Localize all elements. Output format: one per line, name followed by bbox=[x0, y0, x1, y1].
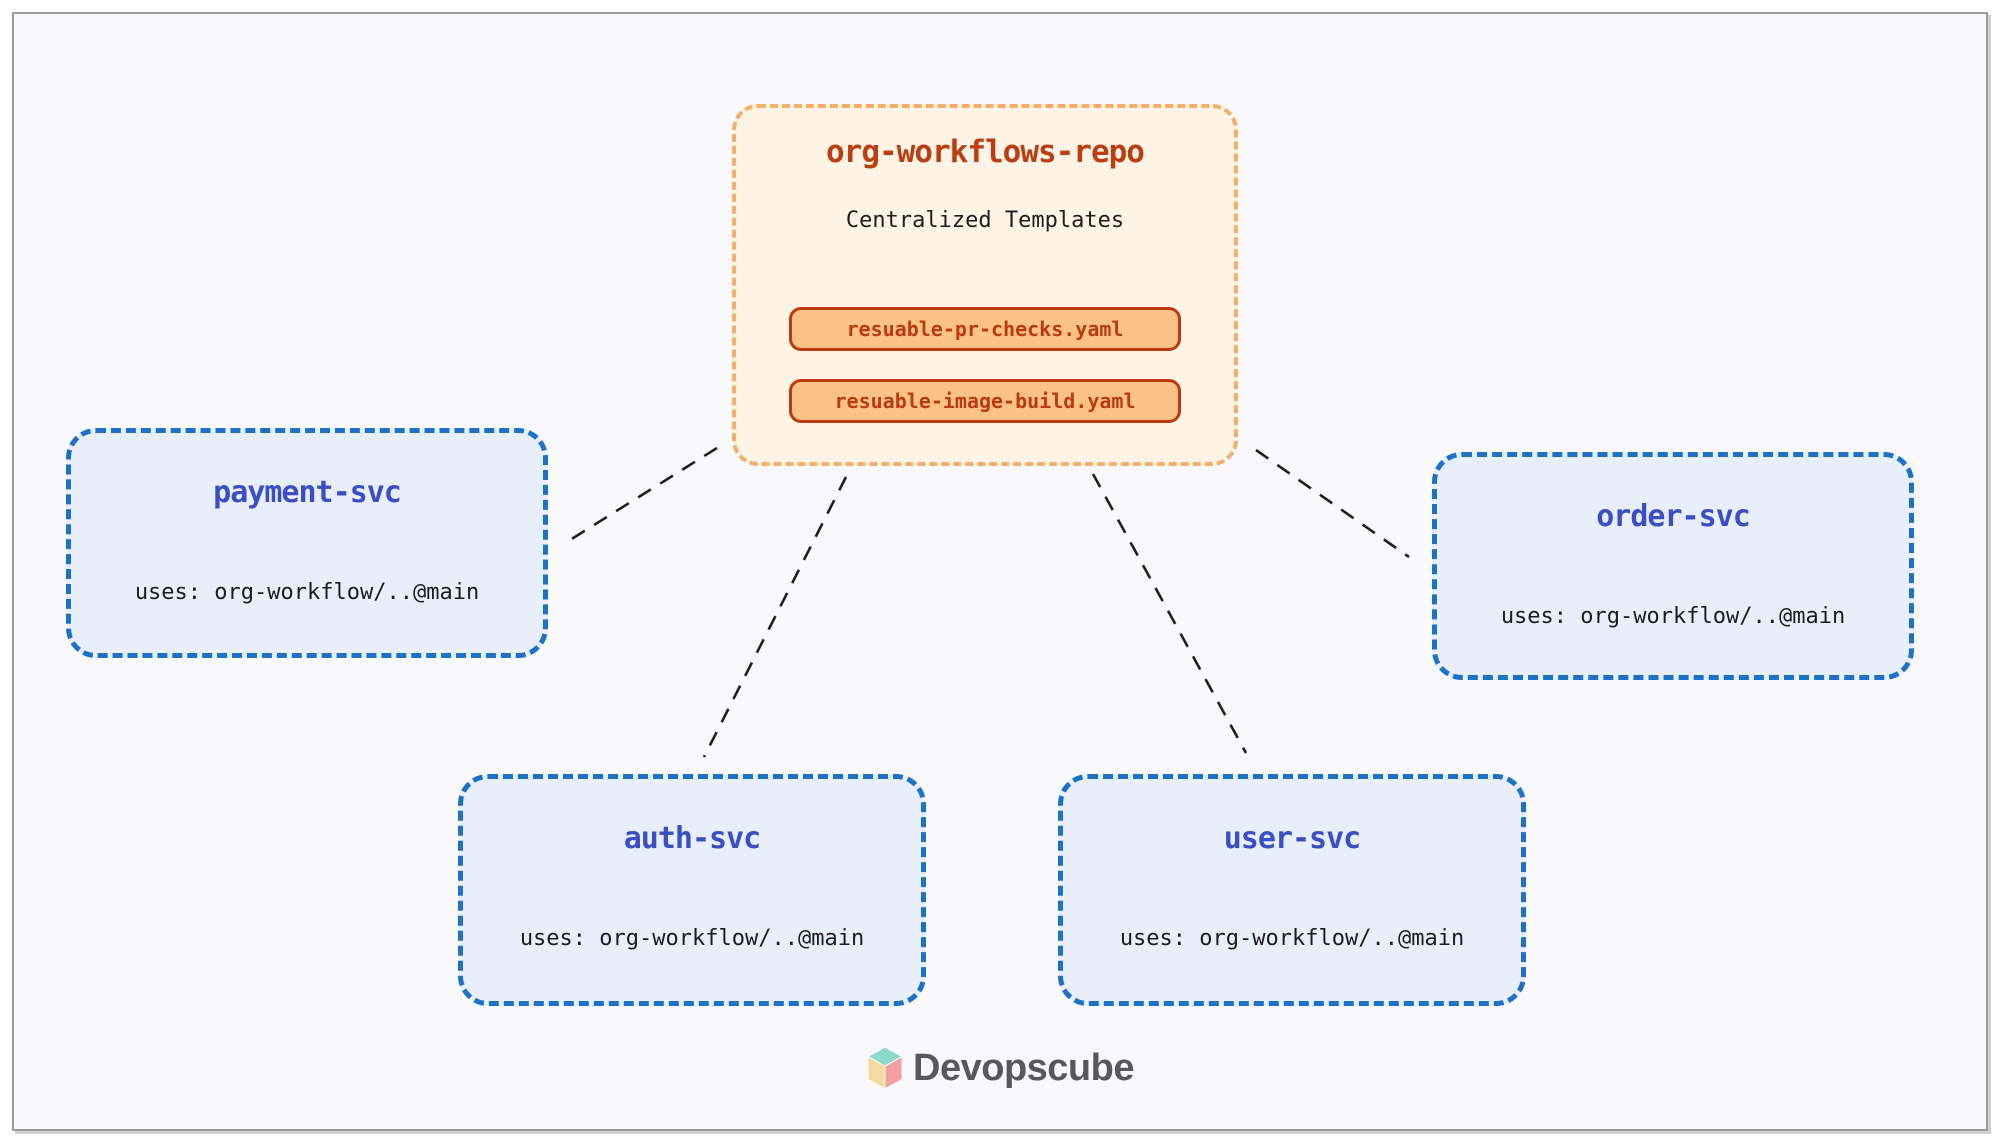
logo-text: Devopscube bbox=[913, 1046, 1134, 1089]
devopscube-logo: Devopscube bbox=[0, 1042, 2000, 1094]
devopscube-cube-icon bbox=[866, 1046, 904, 1090]
user-svc-uses-text: uses: org-workflow/..@main bbox=[1119, 926, 1465, 951]
auth-svc-title: auth-svc bbox=[623, 821, 761, 856]
central-repo-subtitle: Centralized Templates bbox=[845, 208, 1125, 233]
auth-svc-uses-text: uses: org-workflow/..@main bbox=[519, 926, 865, 951]
central-repo-title: org-workflows-repo bbox=[826, 134, 1145, 170]
node-auth-svc: auth-svc uses: org-workflow/..@main bbox=[458, 774, 926, 1006]
node-order-svc: order-svc uses: org-workflow/..@main bbox=[1432, 452, 1914, 680]
template-badge-image-build: resuable-image-build.yaml bbox=[789, 379, 1181, 423]
order-svc-title: order-svc bbox=[1596, 499, 1751, 534]
order-svc-uses-text: uses: org-workflow/..@main bbox=[1500, 604, 1846, 629]
node-payment-svc: payment-svc uses: org-workflow/..@main bbox=[66, 428, 548, 658]
payment-svc-uses-text: uses: org-workflow/..@main bbox=[134, 580, 480, 605]
payment-svc-title: payment-svc bbox=[213, 475, 402, 510]
template-badge-pr-checks: resuable-pr-checks.yaml bbox=[789, 307, 1181, 351]
user-svc-title: user-svc bbox=[1223, 821, 1361, 856]
node-user-svc: user-svc uses: org-workflow/..@main bbox=[1058, 774, 1526, 1006]
node-org-workflows-repo: org-workflows-repo Centralized Templates… bbox=[732, 104, 1238, 466]
